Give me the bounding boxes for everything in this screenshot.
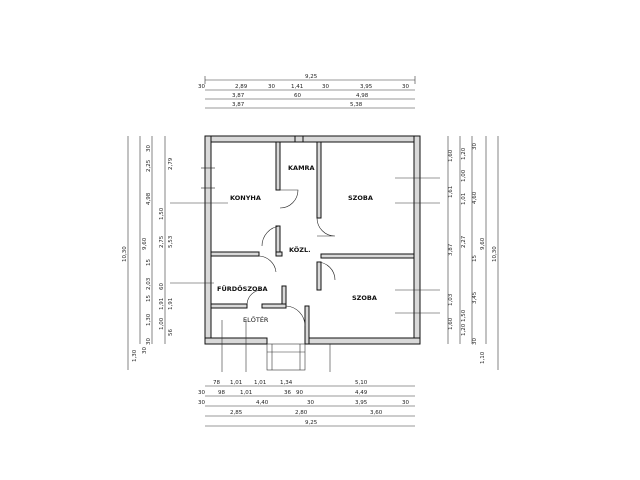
doors <box>201 167 336 327</box>
dim-left-outer-1: 1,30 <box>132 349 138 362</box>
dim-bot-r4-0: 2,85 <box>230 410 243 416</box>
dim-right-c4-2: 1,10 <box>480 351 486 364</box>
dim-top-r2-6: 30 <box>402 84 409 90</box>
dim-top-r2-1: 2,89 <box>235 84 248 90</box>
dim-bot-r2-4: 90 <box>296 390 303 396</box>
left-dimensions: 10,30 1,30 9,60 30 30 2,25 4,98 1,50 2,7… <box>122 136 174 370</box>
dim-top-r3-0: 3,87 <box>232 93 245 99</box>
dim-right-c1-3: 1,01 <box>461 193 467 205</box>
dim-left-c2-1: 30 <box>142 347 148 354</box>
dim-left-c3-10: 1,00 <box>159 317 165 330</box>
dim-right-c1-4: 1,60 <box>448 317 454 330</box>
dim-bot-r1-4: 5,10 <box>355 380 368 386</box>
dim-bot-r4-2: 3,60 <box>370 410 383 416</box>
dim-left-c3-7: 60 <box>159 283 165 290</box>
dim-left-c4-4: 56 <box>168 329 174 336</box>
dim-right-c1-5: 1,50 <box>461 309 467 322</box>
dim-left-outer-0: 10,30 <box>122 246 128 262</box>
dim-right-c3-0: 30 <box>472 143 478 150</box>
right-dimensions: 1,60 1,61 2,27 1,01 1,60 1,50 1,20 1,00 … <box>447 136 499 370</box>
room-szoba-bottom: SZOBA <box>352 294 377 302</box>
dim-left-c4-3: 1,91 <box>159 298 165 310</box>
dim-left-c3-2: 4,98 <box>146 192 152 205</box>
dim-left-c3-0: 30 <box>146 145 152 152</box>
dim-right-c3-1: 4,60 <box>472 191 478 204</box>
entrance-steps <box>221 320 331 372</box>
top-dimensions: 9,25 30 2,89 30 1,41 30 3,95 30 3,87 60 … <box>198 74 416 109</box>
dim-right-c2-2: 3,87 <box>448 243 454 256</box>
dim-right-c1-2: 2,27 <box>461 235 467 248</box>
dim-bot-r1-1: 1,01 <box>230 380 242 386</box>
room-kozl: KÖZL. <box>289 245 311 254</box>
dim-bot-r1-3: 1,34 <box>280 380 293 386</box>
dim-right-c2-1: 1,00 <box>461 169 467 182</box>
dim-right-c1-1: 1,61 <box>448 186 454 198</box>
dim-left-c3-6: 2,03 <box>146 277 152 290</box>
dim-left-c3-11: 30 <box>146 338 152 345</box>
dim-top-total: 9,25 <box>305 74 318 80</box>
dim-left-c4-0: 2,79 <box>168 157 174 170</box>
room-furdoszoba: FÜRDŐSZOBA <box>217 284 268 293</box>
dim-right-c4-1: 10,30 <box>492 246 498 262</box>
dim-bot-r3-3: 3,95 <box>355 400 368 406</box>
room-labels: KONYHA KAMRA SZOBA KÖZL. FÜRDŐSZOBA SZOB… <box>217 164 377 324</box>
dim-bot-r3-1: 4,40 <box>256 400 269 406</box>
dim-left-c3-5: 15 <box>146 259 152 266</box>
room-kamra: KAMRA <box>288 164 315 172</box>
room-szoba-top: SZOBA <box>348 194 373 202</box>
dim-right-c4-0: 9,60 <box>480 237 486 250</box>
dim-left-c3-4: 2,75 <box>159 235 165 248</box>
dim-top-r4-1: 5,38 <box>350 102 363 108</box>
room-eloter: ELŐTÉR <box>243 315 269 324</box>
dim-bot-r2-1: 98 <box>218 390 225 396</box>
dim-top-r2-2: 30 <box>268 84 275 90</box>
dim-top-r2-3: 1,41 <box>291 84 303 90</box>
dim-bot-r3-2: 30 <box>307 400 314 406</box>
walls <box>204 135 421 345</box>
dim-bot-r2-5: 4,49 <box>355 390 368 396</box>
dim-top-r4-0: 3,87 <box>232 102 245 108</box>
room-konyha: KONYHA <box>230 194 261 202</box>
dim-left-c3-3: 1,50 <box>159 207 165 220</box>
dim-right-c2-4: 1,20 <box>461 323 467 336</box>
dim-bot-r1-0: 78 <box>213 380 220 386</box>
dim-left-c3-1: 2,25 <box>146 159 152 172</box>
dim-right-c3-2: 15 <box>472 255 478 262</box>
dim-bot-r3-4: 30 <box>402 400 409 406</box>
leader-lines <box>170 177 440 314</box>
dim-top-r2-5: 3,95 <box>360 84 373 90</box>
dim-bot-r3-0: 30 <box>198 400 205 406</box>
dim-right-c3-3: 3,45 <box>472 291 478 304</box>
dim-right-c3-4: 30 <box>472 338 478 345</box>
dim-left-c2-0: 9,60 <box>142 237 148 250</box>
dim-top-r3-2: 4,98 <box>356 93 369 99</box>
dim-bot-r4-1: 2,80 <box>295 410 308 416</box>
dim-left-c4-1: 5,53 <box>168 235 174 248</box>
dim-right-c2-0: 1,20 <box>461 147 467 160</box>
dim-bot-r2-2: 1,01 <box>240 390 252 396</box>
dim-right-c2-3: 1,03 <box>448 293 454 306</box>
dim-top-r2-0: 30 <box>198 84 205 90</box>
dim-left-c3-9: 1,30 <box>146 313 152 326</box>
dim-right-c1-0: 1,60 <box>448 149 454 162</box>
dim-top-r2-4: 30 <box>322 84 329 90</box>
dim-top-r3-1: 60 <box>294 93 301 99</box>
dim-bot-r2-0: 30 <box>198 390 205 396</box>
dim-left-c3-8: 15 <box>146 295 152 302</box>
dim-bot-r1-2: 1,01 <box>254 380 266 386</box>
dim-bot-r2-3: 36 <box>284 390 291 396</box>
dim-left-c4-2: 1,91 <box>168 298 174 310</box>
bottom-dimensions: 78 1,01 1,01 1,34 5,10 30 98 1,01 36 90 … <box>198 380 415 427</box>
dim-bot-total: 9,25 <box>305 420 318 426</box>
